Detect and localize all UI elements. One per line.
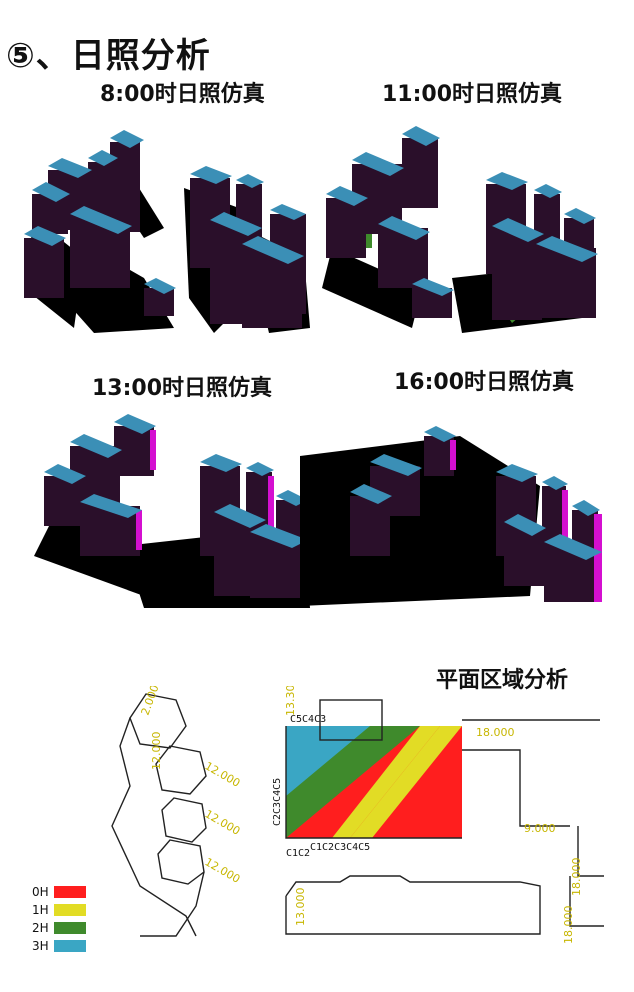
plan-label-d5: 12.000 [203, 855, 243, 886]
caption-8am: 8:00时日照仿真 [100, 82, 265, 107]
caption-plan: 平面区域分析 [436, 668, 569, 693]
sim-8am-image [24, 130, 310, 333]
legend-item: 2H [32, 920, 86, 936]
caption-11am: 11:00时日照仿真 [382, 82, 563, 107]
section-title: ⑤、日照分析 [6, 36, 211, 76]
plan-label-c1: C1C2C3C4C5 [310, 842, 370, 853]
plan-label-d11: 18.000 [562, 906, 575, 945]
plan-label-d10: 18.000 [570, 858, 583, 897]
legend-item: 0H [32, 884, 86, 900]
plan-label-c2: C5C4C3 [290, 714, 326, 725]
legend: 0H 1H 2H 3H [32, 884, 86, 956]
legend-swatch-red [54, 886, 86, 898]
legend-swatch-blue [54, 940, 86, 952]
legend-swatch-yellow [54, 904, 86, 916]
plan-label-d8: 9.000 [524, 822, 556, 835]
caption-1pm: 13:00时日照仿真 [92, 376, 273, 401]
plan-label-c3: C1C2 [286, 848, 310, 859]
plan-label-d4: 12.000 [203, 807, 243, 838]
legend-item: 1H [32, 902, 86, 918]
plan-analysis-image: 2.000 12.000 12.000 12.000 12.000 13.300… [111, 686, 604, 945]
legend-item: 3H [32, 938, 86, 954]
plan-label-d3: 12.000 [203, 759, 243, 790]
plan-label-d7: 18.000 [476, 726, 515, 739]
legend-swatch-green [54, 922, 86, 934]
sim-4pm-image [300, 426, 602, 606]
caption-4pm: 16:00时日照仿真 [394, 370, 575, 395]
plan-label-d6: 13.300 [284, 686, 297, 716]
sim-11am-image [322, 126, 598, 333]
plan-label-d2: 12.000 [150, 732, 163, 771]
plan-label-d9: 13.000 [294, 888, 307, 927]
plan-label-d1: 2.000 [139, 686, 162, 717]
sim-1pm-image [34, 414, 310, 608]
plan-label-c4: C2C3C4C5 [272, 778, 283, 826]
